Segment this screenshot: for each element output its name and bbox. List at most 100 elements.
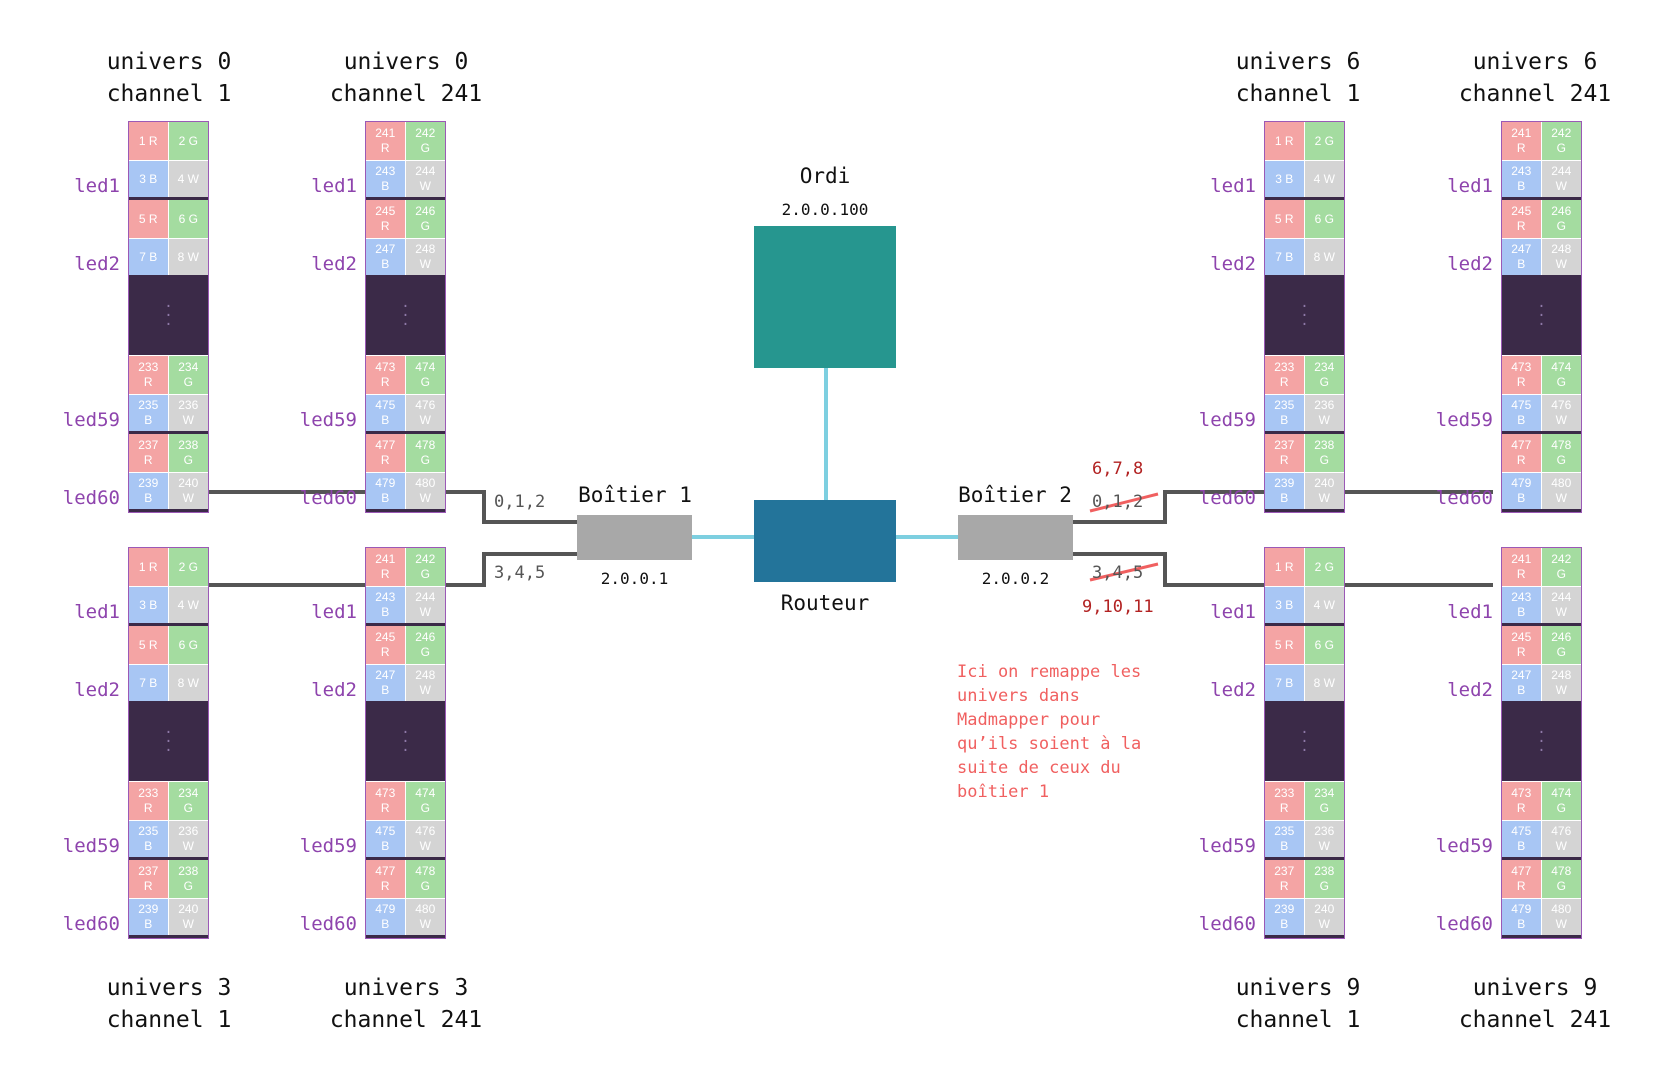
led-label-led2: led2 (311, 253, 357, 275)
channel-cell: 477 R (366, 860, 406, 898)
routeur-box (754, 500, 896, 582)
led-label-led60: led60 (299, 487, 357, 509)
channel-cell: 248 W (1541, 665, 1581, 701)
channel-cell: 475 B (366, 395, 406, 431)
led-label-led59: led59 (1198, 409, 1256, 431)
header-top-u6-c241: univers 6 channel 241 (1425, 46, 1645, 110)
header-line: channel 1 (1235, 81, 1361, 107)
channel-cell: 480 W (1541, 473, 1581, 509)
channel-cell: 4 W (168, 161, 208, 197)
led-label-led1: led1 (1447, 601, 1493, 623)
channel-cell: 475 B (1502, 395, 1542, 431)
led-label-led2: led2 (74, 253, 120, 275)
boitier2-box (958, 515, 1073, 560)
led-label-led59: led59 (62, 835, 120, 857)
led-label-led2: led2 (1210, 253, 1256, 275)
channel-cell: 5 R (1265, 200, 1305, 238)
channel-cell: 234 G (1304, 356, 1344, 394)
channel-cell: 476 W (1541, 395, 1581, 431)
header-bottom-u9-c241: univers 9 channel 241 (1425, 972, 1645, 1036)
channel-cell: 240 W (168, 473, 208, 509)
channel-cell: 238 G (1304, 434, 1344, 472)
led-label-led59: led59 (299, 409, 357, 431)
led-label-led1: led1 (311, 601, 357, 623)
led-label-led1: led1 (74, 601, 120, 623)
channel-cell: 1 R (129, 548, 169, 586)
led-label-led2: led2 (311, 679, 357, 701)
led-label-led59: led59 (299, 835, 357, 857)
header-top-u0-c1: univers 0 channel 1 (59, 46, 279, 110)
channel-cell: 6 G (1304, 200, 1344, 238)
channel-cell: 474 G (1541, 782, 1581, 820)
header-line: univers 9 (1472, 975, 1598, 1001)
channel-cell: 7 B (129, 665, 169, 701)
led-label-led60: led60 (299, 913, 357, 935)
channel-cell: 6 G (1304, 626, 1344, 664)
channel-cell: 248 W (405, 239, 445, 275)
channel-cell: 473 R (1502, 356, 1542, 394)
channel-cell: 478 G (1541, 434, 1581, 472)
channel-cell: 8 W (1304, 665, 1344, 701)
channel-cell: 474 G (405, 782, 445, 820)
channel-cell: 236 W (168, 821, 208, 857)
channel-cell: 476 W (1541, 821, 1581, 857)
header-line: channel 241 (329, 81, 483, 107)
wire-label-b2-bottom-new: 9,10,11 (1082, 597, 1154, 617)
led-label-led2: led2 (1447, 679, 1493, 701)
channel-cell: 234 G (168, 782, 208, 820)
header-top-u0-c241: univers 0 channel 241 (296, 46, 516, 110)
note-line: univers dans (957, 686, 1080, 706)
header-line: channel 1 (106, 81, 232, 107)
channel-cell: 241 R (1502, 122, 1542, 160)
channel-cell: 241 R (1502, 548, 1542, 586)
channel-cell: 480 W (405, 473, 445, 509)
channel-cell: 235 B (1265, 395, 1305, 431)
ellipsis-icon: ··· (129, 704, 208, 782)
header-line: univers 0 (106, 49, 232, 75)
led-label-led59: led59 (1198, 835, 1256, 857)
led-label-led60: led60 (1435, 913, 1493, 935)
channel-cell: 239 B (129, 899, 169, 935)
channel-cell: 4 W (1304, 161, 1344, 197)
ellipsis-icon: ··· (366, 278, 445, 356)
channel-cell: 242 G (1541, 122, 1581, 160)
channel-cell: 238 G (168, 434, 208, 472)
channel-cell: 241 R (366, 548, 406, 586)
led-label-led60: led60 (1435, 487, 1493, 509)
wire-label-b2-bottom-old: 3,4,5 (1092, 563, 1144, 583)
channel-cell: 478 G (1541, 860, 1581, 898)
wire-label-b1-bottom: 3,4,5 (494, 563, 546, 583)
channel-cell: 1 R (1265, 122, 1305, 160)
channel-cell: 479 B (366, 473, 406, 509)
channel-cell: 245 R (1502, 626, 1542, 664)
wire-label-b1-top: 0,1,2 (494, 492, 546, 512)
ellipsis-icon: ··· (1502, 278, 1581, 356)
strike-b2-bottom (1089, 562, 1159, 582)
header-line: univers 3 (343, 975, 469, 1001)
